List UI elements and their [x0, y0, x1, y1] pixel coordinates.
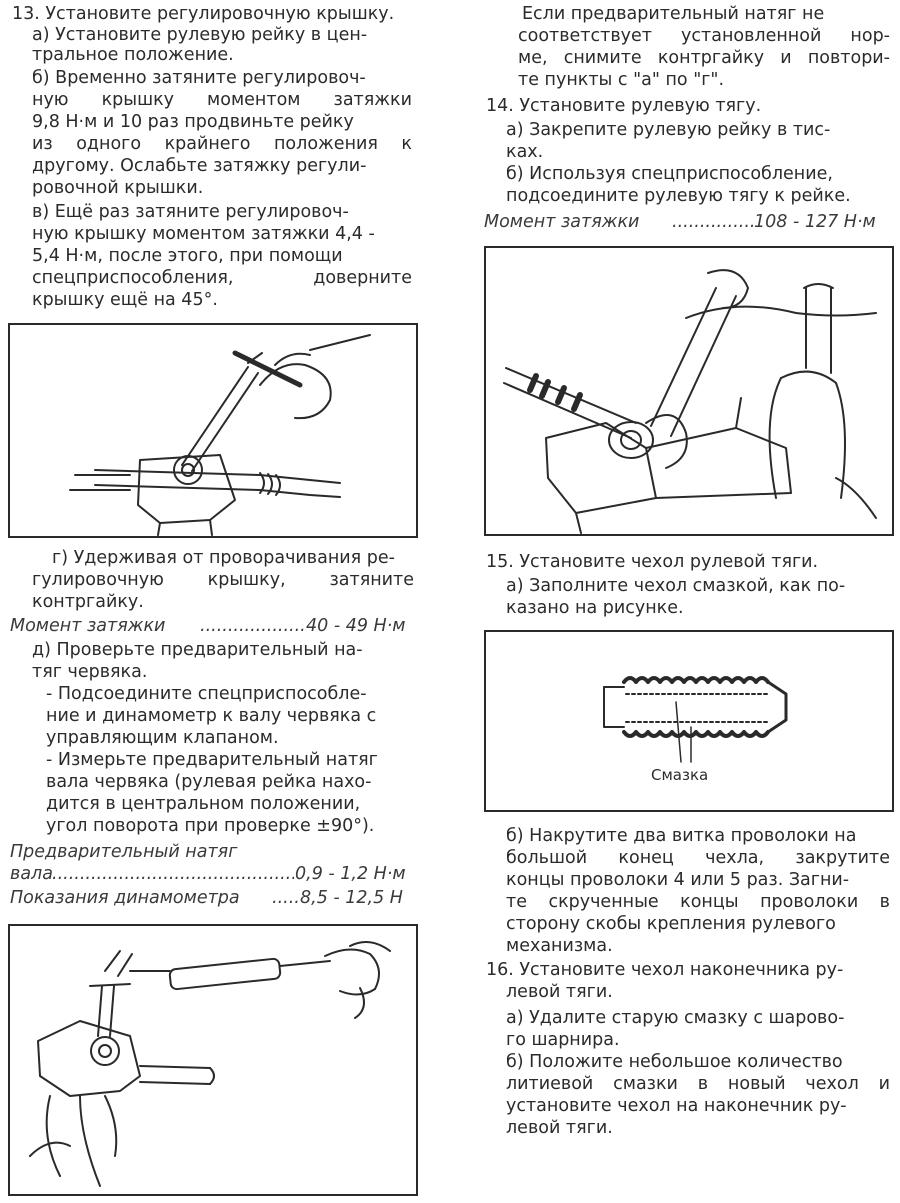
- preload-leader: ........................................…: [52, 864, 294, 884]
- intro-line3: ме, снимите контргайку и повтори-: [518, 48, 890, 68]
- step-14a-line1: а) Закрепите рулевую рейку в тис-: [506, 120, 831, 140]
- step-14-heading: 14. Установите рулевую тягу.: [486, 96, 762, 116]
- step-15a-line2: казано на рисунке.: [506, 598, 684, 618]
- step-13g-line2: гулировочную крышку, затяните: [32, 570, 414, 590]
- grease-label: Смазка: [651, 766, 709, 784]
- step-13-heading: 13. Установите регулировочную крышку.: [12, 4, 395, 24]
- figure-boot-grease: Смазка: [484, 630, 894, 812]
- torque-label-14: Момент затяжки: [484, 212, 640, 232]
- step-13v-line4: спецприспособления, доверните: [32, 268, 412, 288]
- step-14a-line2: ках.: [506, 142, 544, 162]
- step-15-heading: 15. Установите чехол рулевой тяги.: [486, 552, 819, 572]
- step-16a-line1: а) Удалите старую смазку с шарово-: [506, 1008, 845, 1028]
- step-15b-line4: те скрученные концы проволоки в: [506, 892, 890, 912]
- dynamometer-label: Показания динамометра: [10, 888, 240, 908]
- step-16b-line2: литиевой смазки в новый чехол и: [506, 1074, 890, 1094]
- step-13b-line5: другому. Ослабьте затяжку регули-: [32, 156, 367, 176]
- step-13b-line4: из одного крайнего положения к: [32, 134, 412, 154]
- adjust-cap-illustration: [69, 334, 371, 536]
- step-13d1-line2: ние и динамометр к валу червяка с: [46, 706, 377, 726]
- step-13b-line3: 9,8 Н·м и 10 раз продвиньте рейку: [32, 112, 354, 132]
- step-16b-line4: левой тяги.: [506, 1118, 613, 1138]
- step-15a-line1: а) Заполните чехол смазкой, как по-: [506, 576, 846, 596]
- step-13d-line1: д) Проверьте предварительный на-: [32, 640, 363, 660]
- step-13v-line2: ную крышку моментом затяжки 4,4 -: [32, 224, 375, 244]
- step-15b-line6: механизма.: [506, 936, 613, 956]
- torque-value-14: 108 - 127 Н·м: [754, 212, 876, 232]
- step-16-heading-line2: левой тяги.: [506, 982, 613, 1002]
- intro-line1: Если предварительный натяг не: [522, 4, 825, 24]
- intro-line2: соответствует установленной нор-: [518, 26, 890, 46]
- step-14b-line2: подсоедините рулевую тягу к рейке.: [506, 186, 851, 206]
- step-15b-line3: концы проволоки 4 или 5 раз. Загни-: [506, 870, 850, 890]
- intro-line4: те пункты с "а" по "г".: [518, 70, 725, 90]
- step-13d1-line3: управляющим клапаном.: [46, 728, 279, 748]
- torque-leader-14: ..............................: [672, 212, 754, 232]
- boot-grease-illustration: [603, 676, 788, 763]
- step-13b-line1: б) Временно затяните регулировоч-: [32, 68, 366, 88]
- step-13g-line1: г) Удерживая от проворачивания ре-: [52, 548, 395, 568]
- dynamometer-illustration: [29, 941, 391, 1187]
- step-13d2-line1: - Измерьте предварительный натяг: [46, 750, 378, 770]
- step-13d2-line3: дится в центральном положении,: [46, 794, 361, 814]
- preload-label-line2: вала: [10, 864, 53, 884]
- step-15b-line2: большой конец чехла, закрутите: [506, 848, 890, 868]
- step-13v-line5: крышку ещё на 45°.: [32, 290, 218, 310]
- step-16-heading-line1: 16. Установите чехол наконечника ру-: [486, 960, 844, 980]
- step-13d2-line2: вала червяка (рулевая рейка нахо-: [46, 772, 372, 792]
- dynamometer-value: 8,5 - 12,5 Н: [300, 888, 403, 908]
- step-16b-line3: установите чехол на наконечник ру-: [506, 1096, 847, 1116]
- step-13a-line1: а) Установите рулевую рейку в цен-: [32, 25, 368, 45]
- tie-rod-illustration: [503, 269, 877, 534]
- step-13d2-line4: угол поворота при проверке ±90°).: [46, 816, 375, 836]
- dynamometer-leader: .........: [272, 888, 298, 908]
- step-13b-line2: ную крышку моментом затяжки: [32, 90, 412, 110]
- figure-adjust-cap: [8, 323, 418, 538]
- torque-label-13: Момент затяжки: [10, 616, 166, 636]
- step-13a-line2: тральное положение.: [32, 45, 234, 65]
- step-15b-line5: сторону скобы крепления рулевого: [506, 914, 836, 934]
- preload-label-line1: Предварительный натяг: [10, 842, 238, 862]
- step-16b-line1: б) Положите небольшое количество: [506, 1052, 843, 1072]
- step-14b-line1: б) Используя спецприспособление,: [506, 164, 833, 184]
- step-13g-line3: контргайку.: [32, 592, 144, 612]
- torque-leader-13: ........................................: [200, 616, 306, 636]
- torque-value-13: 40 - 49 Н·м: [306, 616, 406, 636]
- step-13b-line6: ровочной крышки.: [32, 178, 204, 198]
- preload-value: 0,9 - 1,2 Н·м: [295, 864, 406, 884]
- step-13v-line3: 5,4 Н·м, после этого, при помощи: [32, 246, 343, 266]
- step-13d-line2: тяг червяка.: [32, 662, 148, 682]
- figure-tie-rod: [484, 246, 894, 536]
- step-13d1-line1: - Подсоедините спецприспособле-: [46, 684, 367, 704]
- step-15b-line1: б) Накрутите два витка проволоки на: [506, 826, 857, 846]
- step-13v-line1: в) Ещё раз затяните регулировоч-: [32, 202, 349, 222]
- figure-dynamometer: [8, 924, 418, 1196]
- step-16a-line2: го шарнира.: [506, 1030, 620, 1050]
